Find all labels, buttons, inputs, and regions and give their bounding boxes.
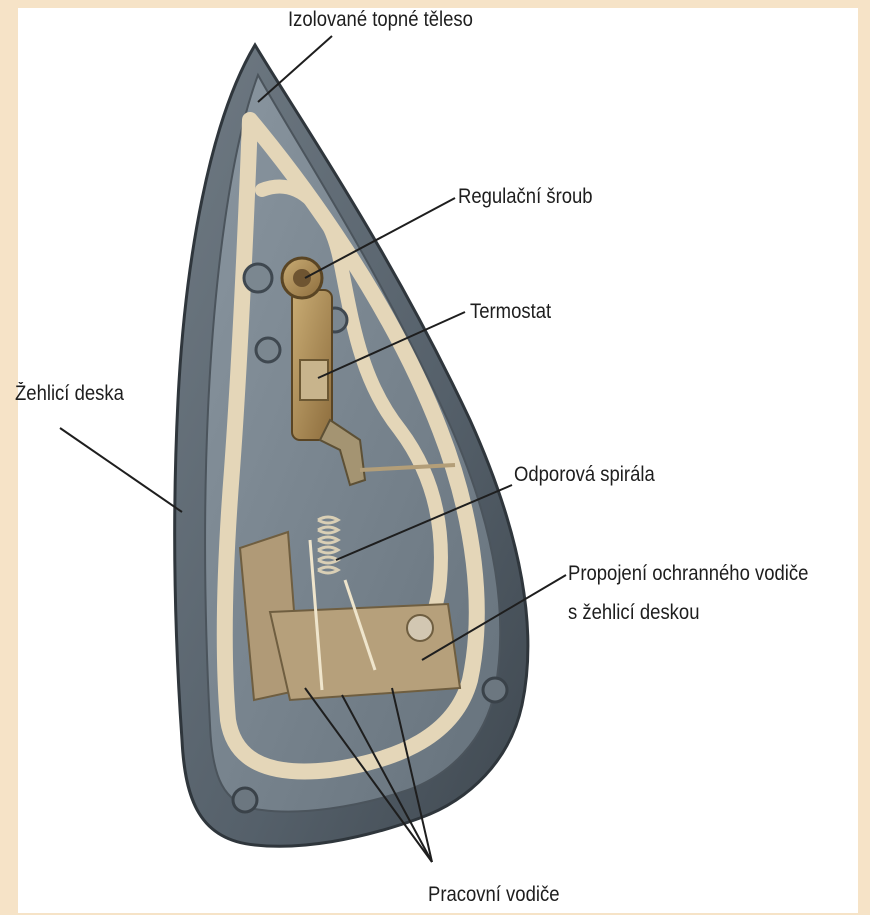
label-sole-plate: Žehlicí deska [15, 382, 124, 406]
thermostat-contact [300, 360, 328, 400]
leader-sole-plate [60, 428, 182, 512]
mount-hole [244, 264, 272, 292]
label-thermostat: Termostat [470, 300, 551, 324]
label-heating-element: Izolované topné těleso [288, 8, 473, 32]
ground-screw [407, 615, 433, 641]
mount-hole [233, 788, 257, 812]
mount-hole [483, 678, 507, 702]
label-resistance-coil: Odporová spirála [514, 463, 655, 487]
terminal-block-main [270, 604, 460, 700]
mount-hole [256, 338, 280, 362]
label-ground-connection-line1: Propojení ochranného vodiče [568, 562, 808, 586]
label-working-conductors: Pracovní vodiče [428, 883, 559, 907]
adjusting-screw-head [293, 269, 311, 287]
label-ground-connection-line2: s žehlicí deskou [568, 601, 699, 625]
label-adjusting-screw: Regulační šroub [458, 185, 593, 209]
